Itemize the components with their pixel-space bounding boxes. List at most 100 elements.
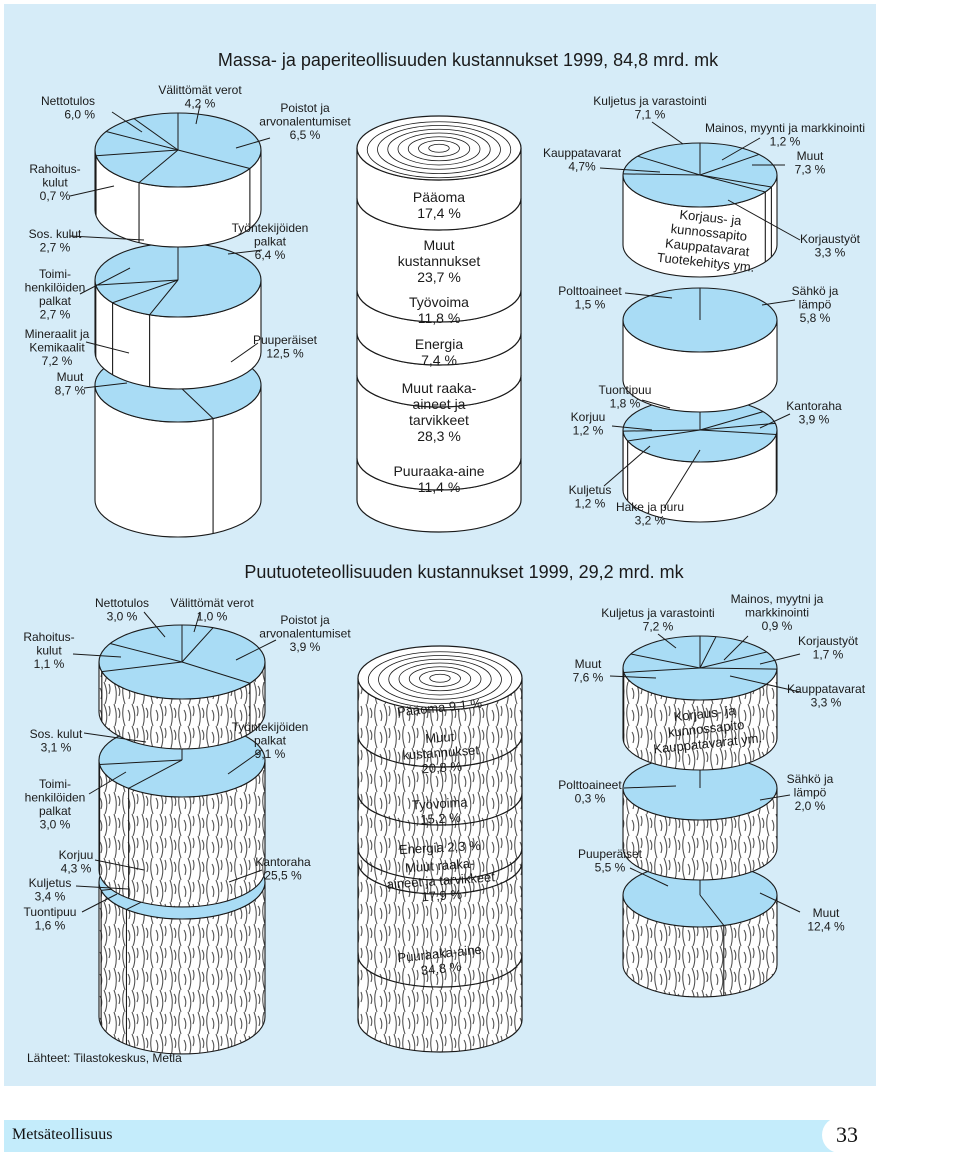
- paper-log-growth-ring: [397, 132, 481, 166]
- wood-leader-line: [88, 771, 127, 795]
- wood-leader-line: [94, 859, 145, 871]
- wood-leader-line: [723, 635, 749, 661]
- paper-log-growth-ring: [377, 125, 501, 174]
- paper-leader-line: [663, 449, 701, 509]
- wood-log-label-1: Muutkustannukset20,8 %: [401, 727, 481, 777]
- paper-left-disk-1-slice-boundary: [133, 118, 179, 151]
- source-note: Lähteet: Tilastokeskus, Metla: [27, 1051, 182, 1065]
- page-badge: [822, 1117, 874, 1153]
- wood-title: Puutuoteteollisuuden kustannukset 1999, …: [244, 562, 684, 582]
- paper-right-disk-3: [622, 397, 778, 523]
- wood-leader-line: [81, 893, 118, 913]
- paper-right-disk-1-slice-boundary: [699, 174, 772, 188]
- footer-title: Metsäteollisuus: [12, 1126, 113, 1143]
- paper-right-disk-1-slice-boundary: [699, 153, 760, 176]
- paper-left-disk-2-slice-boundary: [95, 279, 179, 286]
- paper-leader-line: [235, 137, 271, 149]
- wood-right-disk-2: [622, 755, 778, 881]
- wood-leader-line: [143, 611, 166, 638]
- paper-right-label-4: Korjaus- jakunnossapitoKauppatavaratTuot…: [656, 205, 760, 275]
- paper-left-disk-1-slice-boundary: [105, 131, 179, 151]
- paper-leader-line: [611, 425, 653, 431]
- wood-leader-line: [623, 785, 677, 789]
- wood-left-disk-2-slice-boundary: [99, 759, 183, 766]
- paper-leader-line: [641, 399, 671, 409]
- wood-right-disk-1-slice-boundary: [699, 667, 777, 670]
- wood-log-growth-ring: [388, 658, 492, 700]
- paper-log-growth-ring: [428, 143, 450, 153]
- wood-left-disk-1: [98, 624, 266, 750]
- wood-left-disk-1-slice-boundary: [181, 661, 251, 684]
- paper-left-disk-3-slice-boundary: [177, 384, 214, 419]
- wood-log-growth-ring: [398, 662, 482, 696]
- paper-left-disk-2: [94, 242, 262, 390]
- wood-leader-line: [657, 633, 677, 649]
- wood-left-disk-2-slice-boundary: [128, 759, 183, 789]
- wood-leader-line: [193, 611, 201, 633]
- paper-leader-line: [727, 199, 801, 241]
- paper-log-growth-ring: [407, 136, 471, 162]
- wood-left-disk-1-slice-boundary: [101, 661, 183, 673]
- wood-leader-line: [227, 749, 263, 775]
- wood-log-growth-ring: [367, 651, 513, 709]
- paper-right-disk-3-slice-boundary: [699, 411, 764, 431]
- wood-leader-line: [759, 892, 801, 913]
- paper-right-disk-3-slice-boundary: [623, 429, 701, 432]
- wood-log-growth-ring: [378, 655, 502, 704]
- wood-left-disk-1-slice-boundary: [181, 627, 214, 663]
- paper-log-growth-ring: [387, 128, 491, 170]
- paper-right-disk-1: [622, 142, 778, 278]
- wood-leader-line: [72, 653, 122, 658]
- wood-left-disk-2: [98, 722, 266, 908]
- wood-right-disk-3: [622, 862, 778, 998]
- paper-leader-line: [83, 382, 128, 389]
- wood-leader-line: [759, 653, 801, 665]
- wood-log-label-2: Työvoima15,2 %: [412, 795, 470, 828]
- wood-log-label-3: Energia 2,3 %: [399, 838, 482, 857]
- wood-right-disk-1-slice-boundary: [630, 653, 701, 669]
- wood-leader-line: [729, 675, 801, 693]
- wood-right-disk-1-slice-boundary: [699, 651, 767, 669]
- wood-right-disk-3-slice-boundary: [699, 894, 725, 926]
- paper-left-disk-2-slice-boundary: [149, 279, 179, 316]
- paper-right-disk-2: [622, 287, 778, 413]
- wood-leader-line: [228, 869, 263, 883]
- paper-left-disk-1-slice-boundary: [138, 149, 179, 184]
- paper-leader-line: [69, 185, 115, 197]
- wood-right-disk-1: [622, 635, 778, 771]
- paper-right-disk-3-slice-boundary: [699, 429, 777, 435]
- paper-left-disk-2-slice-boundary: [112, 279, 179, 304]
- wood-log: [357, 645, 523, 1053]
- paper-title: Massa- ja paperiteollisuuden kustannukse…: [218, 50, 719, 70]
- paper-leader-line: [721, 137, 761, 161]
- paper-log-growth-ring: [366, 121, 512, 179]
